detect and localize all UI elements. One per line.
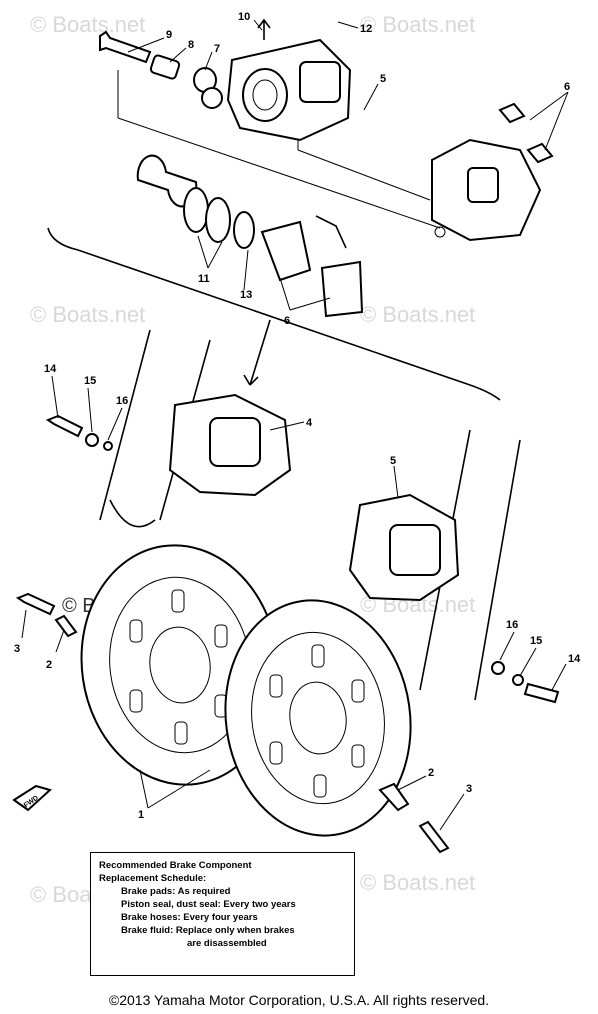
callout-6-mid: 6 (284, 315, 290, 327)
callouts: 9 8 7 10 12 5 6 11 13 6 4 14 15 16 5 3 2… (14, 11, 581, 821)
callout-16-right: 16 (506, 619, 518, 631)
watermark-2: © Boats.net (360, 12, 475, 37)
schedule-row-hoses: Brake hoses: Every four years (121, 912, 258, 923)
callout-8: 8 (188, 39, 194, 51)
callout-16-left: 16 (116, 395, 128, 407)
callout-12: 12 (360, 23, 372, 35)
callout-4: 4 (306, 417, 313, 429)
parts-diagram: © Boats.net © Boats.net © Boats.net © Bo… (12, 11, 581, 907)
right-brake-disc (224, 599, 412, 837)
fork-legs (99, 329, 521, 701)
schedule-title-1: Recommended Brake Component (99, 860, 252, 871)
replacement-schedule-box: Recommended Brake Component Replacement … (90, 852, 355, 976)
callout-13: 13 (240, 289, 252, 301)
callout-14-left: 14 (44, 363, 57, 375)
callout-5-lower: 5 (390, 455, 396, 467)
upper-right-caliper (431, 102, 554, 242)
left-caliper-assembly (45, 393, 292, 497)
callout-1: 1 (138, 809, 144, 821)
schedule-row-fluid: Brake fluid: Replace only when brakes (121, 925, 295, 936)
callout-7: 7 (214, 43, 220, 55)
callout-15-left: 15 (84, 375, 96, 387)
schedule-row-fluid-cont: are disassembled (187, 938, 267, 949)
callout-5-top: 5 (380, 73, 386, 85)
exploded-bracket (47, 70, 501, 401)
right-caliper-assembly (348, 493, 560, 704)
callout-2-right: 2 (428, 767, 434, 779)
watermark-7: © Boats.net (360, 870, 475, 895)
watermark-4: © Boats.net (360, 302, 475, 327)
schedule-row-seals: Piston seal, dust seal: Every two years (121, 899, 296, 910)
piston-seal-pads (136, 154, 364, 318)
callout-15-right: 15 (530, 635, 542, 647)
callout-3-right: 3 (466, 783, 472, 795)
callout-14-right: 14 (568, 653, 581, 665)
fwd-arrow: FWD (12, 784, 53, 812)
copyright-notice: ©2013 Yamaha Motor Corporation, U.S.A. A… (108, 992, 490, 1008)
top-left-hardware (99, 30, 223, 109)
disc-hardware (15, 592, 450, 854)
schedule-title-2: Replacement Schedule: (99, 873, 207, 884)
callout-10: 10 (238, 11, 250, 23)
watermark-1: © Boats.net (30, 12, 145, 37)
callout-9: 9 (166, 29, 172, 41)
callout-11: 11 (198, 273, 210, 285)
upper-caliper (226, 18, 352, 142)
callout-3-left: 3 (14, 643, 20, 655)
callout-2-left: 2 (46, 659, 52, 671)
callout-6-top: 6 (564, 81, 570, 93)
leader-lines (21, 19, 569, 831)
schedule-row-pads: Brake pads: As required (121, 886, 231, 897)
watermark-3: © Boats.net (30, 302, 145, 327)
